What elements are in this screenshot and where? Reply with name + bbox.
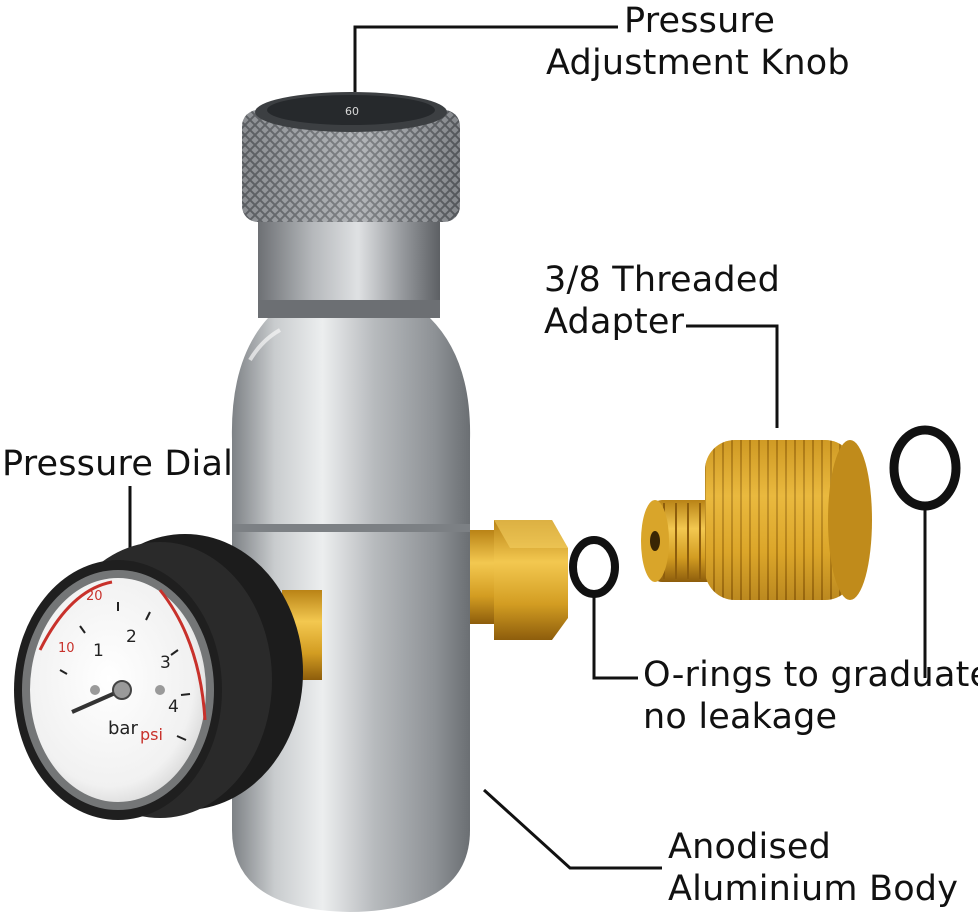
gauge-bar-unit: bar (108, 718, 138, 739)
gauge-bar-tick-1: 1 (93, 641, 104, 661)
gauge-psi-tick-20: 20 (86, 589, 103, 604)
body-leader-line (482, 788, 662, 870)
callout-oring-line1: O-rings to graduate (643, 655, 978, 695)
callout-knob-line1: Pressure (624, 1, 776, 41)
brass-side-port (470, 520, 568, 640)
callout-adapter-line2: Adapter (544, 302, 685, 342)
callout-dial-line1: Pressure Dial (2, 444, 234, 484)
gauge-psi-tick-10: 10 (58, 641, 75, 656)
callout-threaded-adapter: 3/8 Threaded Adapter (544, 259, 780, 343)
small-o-ring (569, 536, 619, 598)
gauge-bar-tick-3: 3 (160, 653, 171, 673)
callout-lines (128, 25, 927, 870)
pressure-adjustment-knob: 60 (242, 92, 460, 222)
callout-pressure-dial: Pressure Dial (2, 443, 233, 485)
large-o-ring (889, 425, 961, 511)
callout-o-rings: O-rings to graduate no leakage (643, 654, 978, 738)
adapter-leader-line (686, 324, 779, 428)
steel-collar (258, 215, 440, 318)
oring-leader-line-left (592, 595, 638, 680)
gauge-psi-unit: psi (140, 725, 163, 744)
knob-cap-label: 60 (345, 105, 359, 118)
callout-oring-line2: no leakage (643, 697, 838, 737)
threaded-adapter (641, 440, 872, 600)
callout-body-line1: Anodised (668, 827, 832, 867)
callout-pressure-adjustment-knob: Pressure Adjustment Knob (546, 0, 850, 84)
pressure-gauge: 1 2 3 4 10 20 bar psi (14, 534, 322, 820)
callout-adapter-line1: 3/8 Threaded (544, 260, 780, 300)
knob-leader-line (353, 25, 618, 92)
callout-knob-line2: Adjustment Knob (546, 43, 850, 83)
callout-aluminium-body: Anodised Aluminium Body (668, 826, 958, 910)
gauge-bar-tick-2: 2 (126, 627, 137, 647)
callout-body-line2: Aluminium Body (668, 869, 959, 909)
gauge-bar-tick-4: 4 (168, 697, 179, 717)
